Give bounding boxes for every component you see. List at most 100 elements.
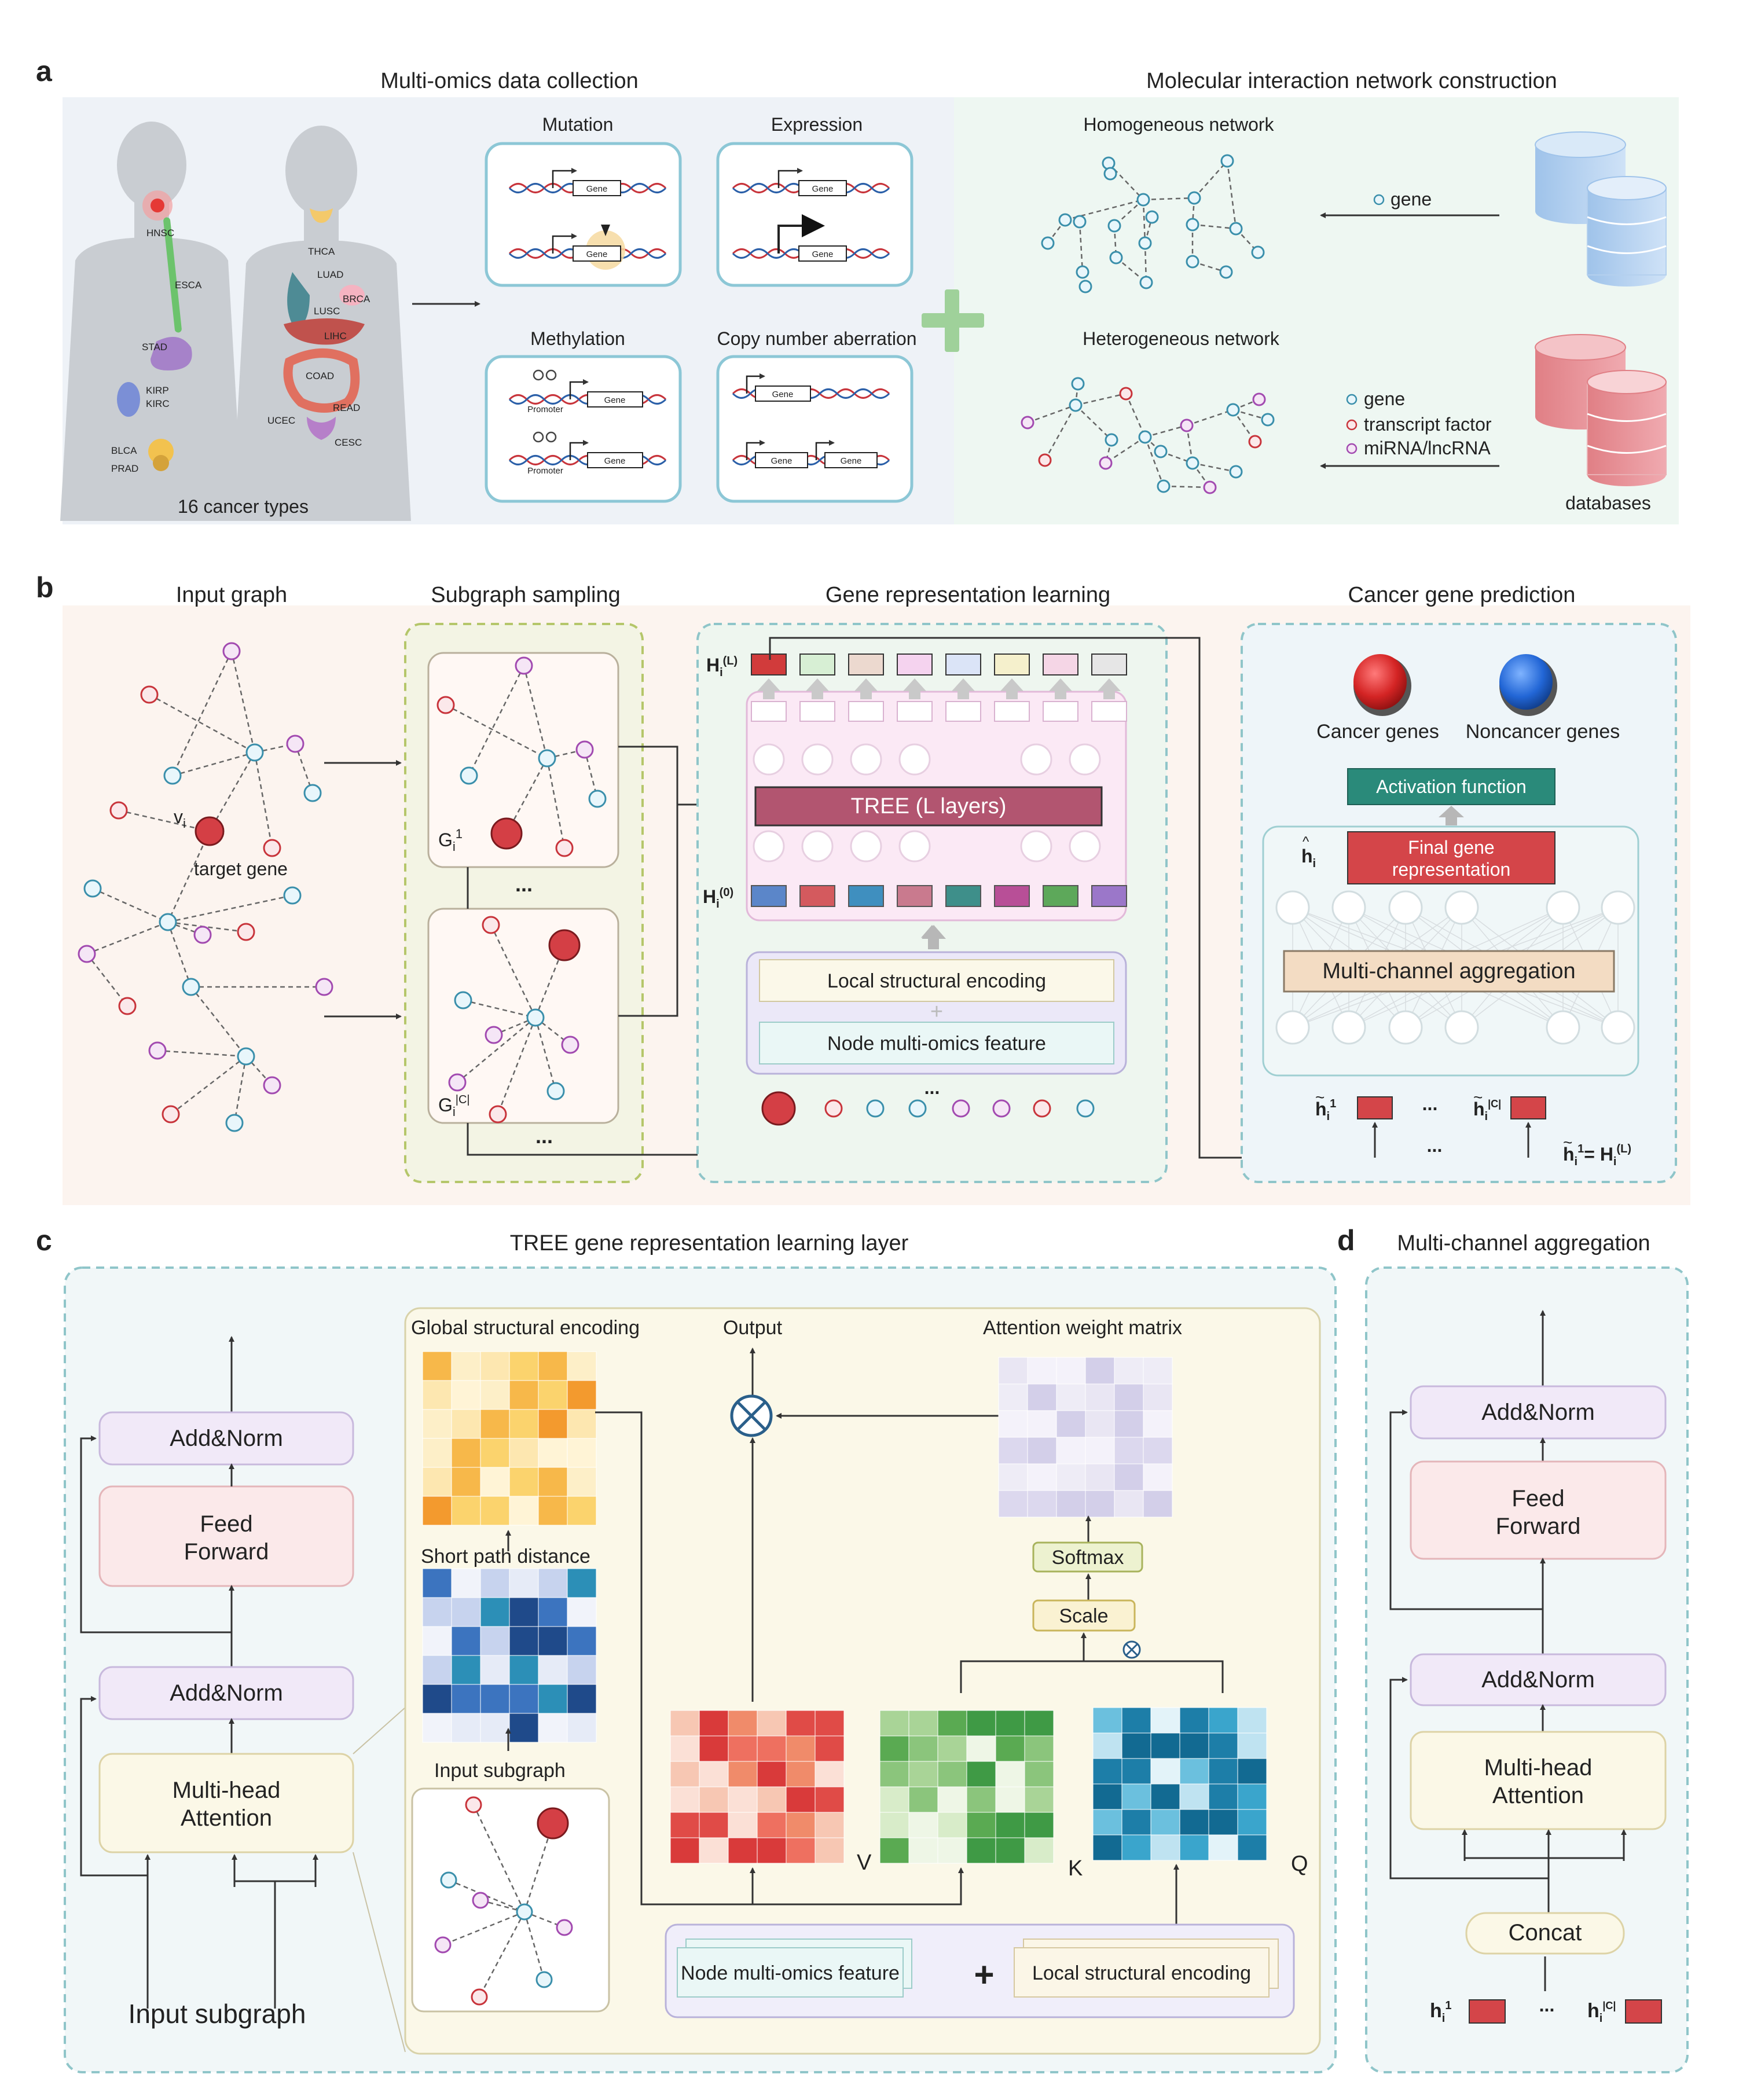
panel-d-title: Multi-channel aggregation [1397, 1231, 1650, 1255]
graph-node [535, 1971, 553, 1988]
heat-cell [815, 1786, 845, 1813]
graph-node [1186, 456, 1199, 470]
graph-node [485, 1026, 503, 1044]
heat-cell [422, 1684, 452, 1714]
heat-cell [1150, 1783, 1180, 1810]
graph-edge [1044, 405, 1077, 461]
hidden-box [1091, 701, 1127, 722]
neuron [1444, 890, 1479, 925]
graph-node [225, 1114, 244, 1132]
panel-d-letter: d [1337, 1224, 1355, 1257]
neuron [850, 743, 882, 776]
cancer-label-hnsc: HNSC [146, 227, 174, 238]
input-subgraph-card [411, 1787, 610, 2013]
cancer-labels: HNSC ESCA STAD KIRP KIRC BLCA PRAD THCA … [111, 227, 370, 474]
graph-node [1248, 435, 1262, 449]
neuron [1275, 1010, 1310, 1045]
graph-node [489, 1105, 507, 1124]
graph-node [140, 685, 159, 704]
heat-cell [879, 1786, 909, 1813]
noncancer-genes-label: Noncancer genes [1466, 721, 1620, 743]
noncancer-gene-button-icon [1499, 654, 1557, 716]
heat-cell [422, 1351, 452, 1381]
graph-edge [463, 999, 536, 1019]
heat-cell [699, 1812, 729, 1838]
graph-edge [92, 887, 168, 923]
h0-box [751, 885, 787, 907]
graph-node [159, 913, 177, 931]
legend-tf-text: transcript factor [1364, 414, 1492, 435]
graph-node [1099, 456, 1113, 470]
h0-box [897, 885, 933, 907]
neuron [1069, 743, 1101, 776]
graph-node [1073, 215, 1087, 229]
graph-edge [167, 921, 203, 936]
heat-cell [509, 1597, 539, 1627]
heat-cell [757, 1761, 787, 1787]
heat-cell [1237, 1783, 1267, 1810]
hidden-box [994, 701, 1030, 722]
heat-cell [699, 1761, 729, 1787]
cancer-label-cesc: CESC [335, 437, 362, 448]
omics-label-expression: Expression [771, 114, 863, 135]
graph-edge [167, 894, 293, 923]
graph-node [1180, 418, 1194, 432]
graph-edge [1078, 221, 1084, 273]
heat-cell [1027, 1383, 1057, 1411]
cancer-label-read: READ [333, 402, 360, 413]
neuron [1601, 890, 1635, 925]
up-arrow [757, 678, 780, 699]
graph-edge [1192, 260, 1227, 273]
feature-node [824, 1099, 843, 1118]
heat-cell [422, 1438, 452, 1468]
heat-cell [757, 1710, 787, 1736]
heat-cell [1056, 1437, 1086, 1464]
node-feat-box-c [677, 1947, 904, 1998]
heat-cell [567, 1713, 597, 1743]
graph-node [515, 656, 533, 675]
graph-node [471, 1988, 488, 2006]
graph-node [472, 1892, 489, 1909]
heat-cell [451, 1655, 481, 1685]
svg-text:^: ^ [1303, 834, 1309, 850]
cancer-gene-prediction-title: Cancer gene prediction [1348, 583, 1576, 607]
matmul-small-icon [1122, 1640, 1141, 1659]
graph-node [83, 879, 102, 898]
heat-cell [995, 1710, 1025, 1736]
graph-node [1229, 465, 1243, 479]
channel-dots: ... [1422, 1093, 1438, 1114]
h0-embedding-row [751, 885, 1127, 949]
graph-edge [230, 651, 256, 753]
hl-box [1043, 654, 1078, 675]
local-enc-text: Local structural encoding [827, 970, 1046, 992]
k-matrix-heatmap [879, 1710, 1054, 1864]
feed-forward-box [98, 1485, 354, 1587]
cancer-label-stad: STAD [142, 342, 167, 353]
up-arrow [806, 678, 829, 699]
heat-cell [1121, 1758, 1151, 1785]
svg-text:~: ~ [1473, 1088, 1483, 1106]
heat-cell [422, 1409, 452, 1439]
heat-cell [1208, 1732, 1238, 1759]
graph-edge [208, 752, 256, 832]
heat-cell [451, 1713, 481, 1743]
graph-node [1071, 377, 1085, 391]
cancer-label-thca: THCA [308, 246, 335, 257]
heat-cell [480, 1568, 510, 1598]
graph-node [148, 1041, 167, 1060]
cancer-label-coad: COAD [306, 370, 334, 381]
graph-node [1038, 453, 1052, 467]
up-arrow [1098, 678, 1121, 699]
local-enc-box [759, 959, 1114, 1002]
graph-node [1138, 236, 1152, 250]
matmul-icon [730, 1394, 773, 1437]
heat-cell [538, 1351, 568, 1381]
graph-node [1252, 392, 1266, 406]
heat-cell [670, 1837, 700, 1864]
heat-cell [451, 1351, 481, 1381]
graph-edge [1186, 409, 1234, 427]
graph-edge [167, 921, 247, 933]
heat-cell [1056, 1463, 1086, 1491]
d-add-norm-top [1410, 1385, 1667, 1440]
activation-text: Activation function [1376, 776, 1527, 797]
